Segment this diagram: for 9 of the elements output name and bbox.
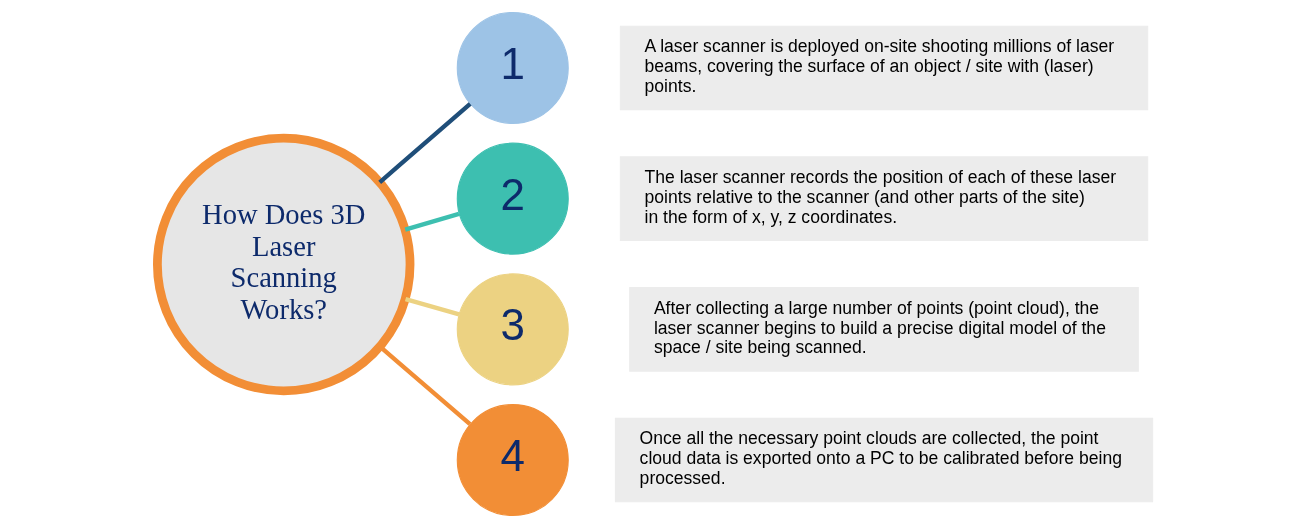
connector (404, 296, 460, 317)
connector (404, 211, 460, 232)
node-circle: 3 (456, 273, 569, 386)
connector (378, 344, 472, 426)
node-circle: 2 (456, 142, 569, 255)
node-circle: 4 (456, 404, 569, 517)
node-circle: How Does 3D Laser Scanning Works? (153, 133, 415, 396)
connector (378, 102, 472, 184)
node-circle: 1 (456, 11, 569, 124)
